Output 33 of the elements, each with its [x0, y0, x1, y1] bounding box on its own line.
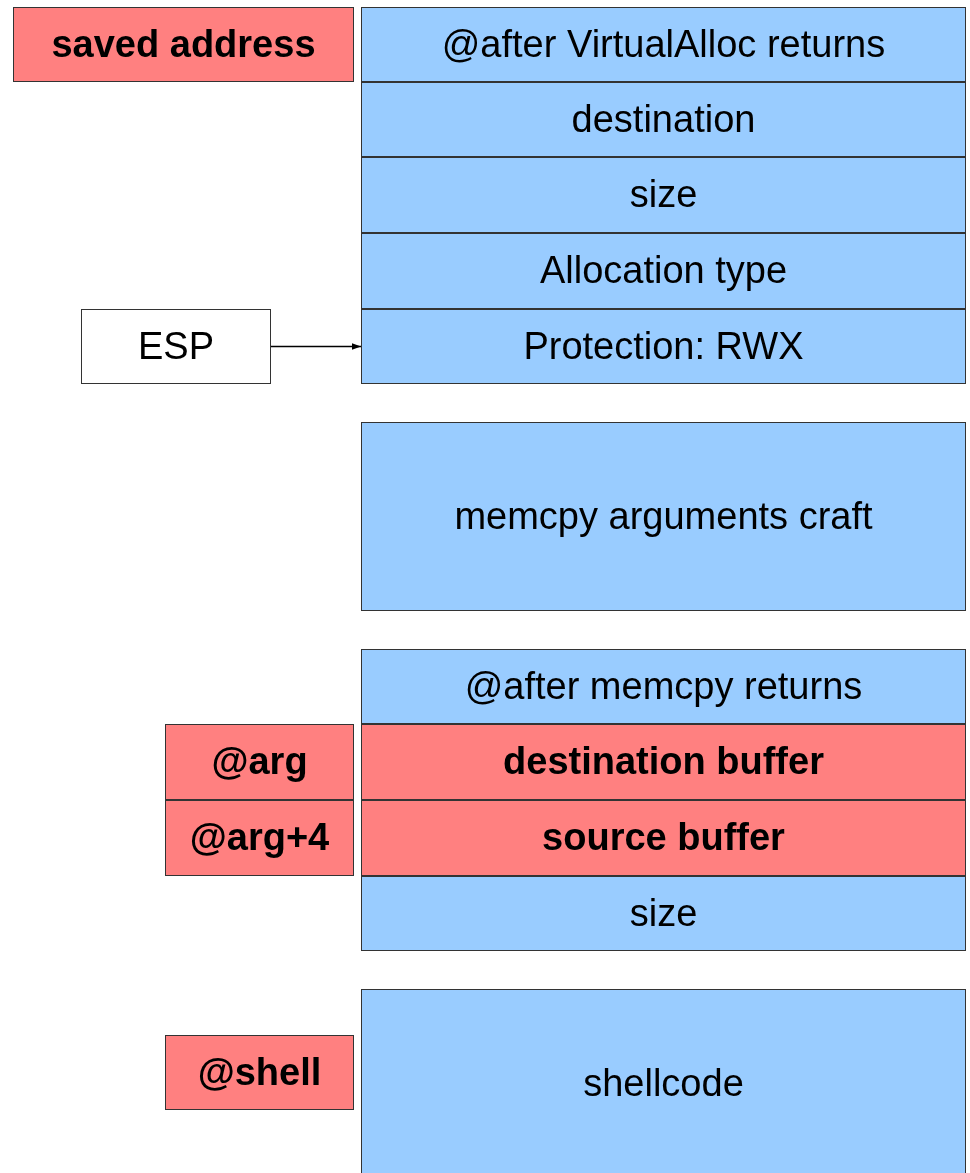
cell-text: size	[629, 174, 698, 216]
stack-cell	[361, 989, 966, 1173]
cell-text: @arg+4	[189, 817, 330, 859]
cell-text: ESP	[137, 325, 214, 368]
label-box	[165, 724, 354, 800]
cell-text: @after memcpy returns	[464, 665, 863, 708]
label-box	[165, 800, 354, 876]
arrow	[270, 343, 362, 350]
label-box	[361, 724, 966, 800]
cell-text: source buffer	[542, 817, 785, 859]
cell-text: shellcode	[583, 1063, 744, 1105]
cell-text: @shell	[197, 1051, 322, 1094]
stack-cell	[361, 7, 966, 82]
cell-text: saved address	[51, 23, 316, 66]
cell-text: destination buffer	[503, 741, 824, 783]
stack-cell	[361, 157, 966, 233]
stack-cell	[361, 876, 966, 951]
label-box	[361, 800, 966, 876]
stack-cell	[361, 309, 966, 384]
cell-text: Protection: RWX	[523, 325, 804, 368]
cell-text: memcpy arguments craft	[454, 495, 873, 538]
stack-cell	[361, 82, 966, 157]
register-box	[81, 309, 271, 384]
cell-text: destination	[571, 98, 756, 141]
stack-cell	[361, 233, 966, 309]
cell-text: Allocation type	[539, 250, 788, 292]
cell-text: size	[629, 892, 698, 935]
stack-cell	[361, 422, 966, 611]
cell-text: @after VirtualAlloc returns	[441, 23, 886, 66]
cell-text: @arg	[211, 741, 308, 783]
label-box	[13, 7, 354, 82]
stack-cell	[361, 649, 966, 724]
label-box	[165, 1035, 354, 1110]
